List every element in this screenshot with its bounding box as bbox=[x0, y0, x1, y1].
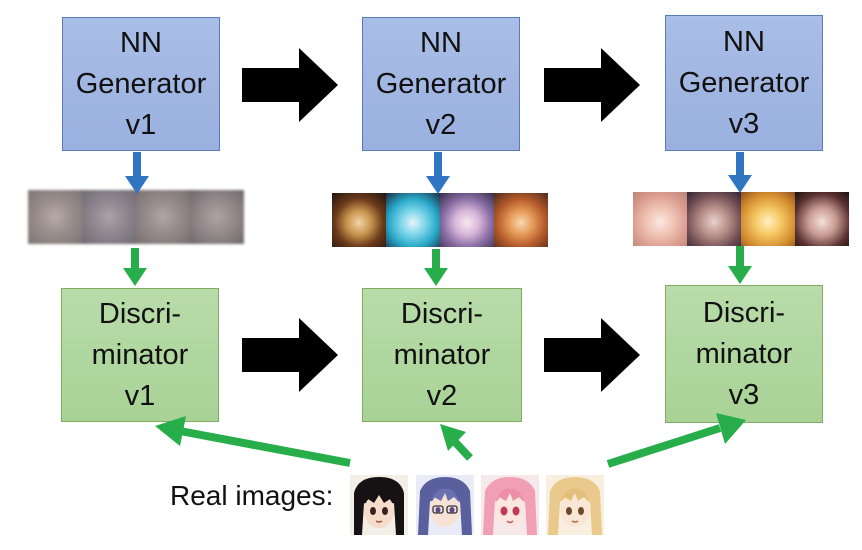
generated-image-tile bbox=[795, 192, 849, 246]
green-arrow-v3 bbox=[728, 246, 752, 284]
discriminator-box-v1: Discri- minator v1 bbox=[61, 288, 219, 422]
green-arrow-v2 bbox=[424, 249, 448, 286]
generator-box-v1: NN Generator v1 bbox=[62, 17, 220, 151]
flow-arrow-discriminator-2-3 bbox=[544, 318, 640, 392]
discriminator-label-v1: Discri- minator v1 bbox=[91, 297, 189, 412]
generated-images-v3 bbox=[633, 192, 849, 246]
discriminator-box-v3: Discri- minator v3 bbox=[665, 285, 823, 423]
generated-images-v1 bbox=[28, 190, 244, 244]
real-to-discriminator-v3-arrow bbox=[606, 413, 746, 468]
blue-arrow-v2 bbox=[426, 152, 450, 194]
flow-arrow-generator-1-2 bbox=[242, 48, 338, 122]
generator-box-v3: NN Generator v3 bbox=[665, 15, 823, 151]
generated-image-tile bbox=[633, 192, 687, 246]
generated-image-tile bbox=[687, 192, 741, 246]
anime-face-thumbnail-2 bbox=[416, 475, 474, 535]
generator-box-v2: NN Generator v2 bbox=[362, 17, 520, 151]
blue-arrow-v1 bbox=[125, 152, 149, 194]
green-arrow-v1 bbox=[123, 248, 147, 286]
discriminator-label-v2: Discri- minator v2 bbox=[393, 297, 491, 412]
generated-image-tile bbox=[82, 190, 136, 244]
generated-image-tile bbox=[332, 193, 386, 247]
discriminator-box-v2: Discri- minator v2 bbox=[362, 288, 522, 422]
blue-arrow-v3 bbox=[728, 152, 752, 193]
anime-face-thumbnail-1 bbox=[350, 475, 408, 535]
generator-label-v2: NN Generator v2 bbox=[375, 26, 507, 141]
generated-image-tile bbox=[494, 193, 548, 247]
generator-label-v1: NN Generator v1 bbox=[75, 26, 207, 141]
real-to-discriminator-v2-arrow bbox=[440, 424, 473, 461]
generated-image-tile bbox=[386, 193, 440, 247]
generated-image-tile bbox=[741, 192, 795, 246]
real-to-discriminator-v1-arrow bbox=[155, 416, 351, 467]
generated-image-tile bbox=[28, 190, 82, 244]
generator-label-v3: NN Generator v3 bbox=[678, 25, 810, 140]
real-images-label: Real images: bbox=[170, 480, 334, 511]
flow-arrow-discriminator-1-2 bbox=[242, 318, 338, 392]
anime-face-thumbnail-4 bbox=[546, 475, 604, 535]
generated-image-tile bbox=[440, 193, 494, 247]
flow-arrow-generator-2-3 bbox=[544, 48, 640, 122]
generated-image-tile bbox=[136, 190, 190, 244]
generated-image-tile bbox=[190, 190, 244, 244]
generated-images-v2 bbox=[332, 193, 548, 247]
discriminator-label-v3: Discri- minator v3 bbox=[695, 296, 793, 411]
anime-face-thumbnail-3 bbox=[481, 475, 539, 535]
